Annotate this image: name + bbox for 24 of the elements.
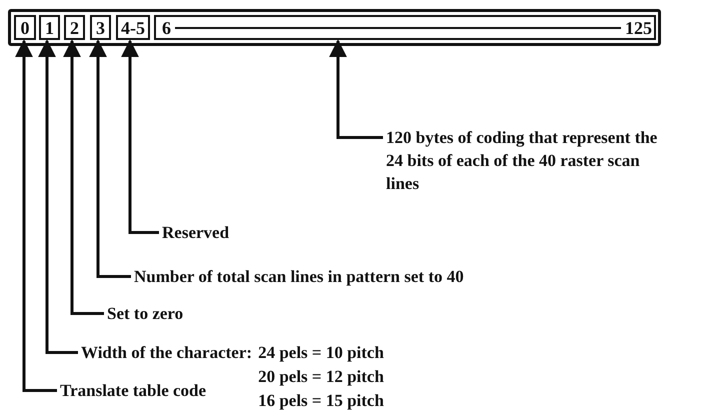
leader-arrow [121,39,159,234]
leader-arrow [89,39,131,278]
byte-field: 1 [39,15,60,40]
byte-number: 6 [162,18,171,36]
field-description: 120 bytes of coding that represent the 24 bits of each of the 40 raster scan lines [386,126,666,195]
field-description: Width of the character: [81,341,252,364]
byte-field: 3 [90,15,111,40]
byte-number: 125 [625,18,652,36]
leader-arrow [38,39,78,354]
pitch-note: 24 pels = 10 pitch [258,342,384,364]
record-frame [8,9,661,46]
field-description: Set to zero [107,302,184,325]
leader-arrow [329,39,383,139]
byte-field: 2 [64,15,85,40]
byte-field: 0 [14,15,36,40]
leader-arrow [63,39,104,315]
byte-range-field [154,15,656,40]
field-description: Translate table code [60,379,206,402]
pitch-note: 16 pels = 15 pitch [258,390,384,412]
field-description: Reserved [162,221,230,244]
leader-arrow [15,39,57,392]
byte-field: 4-5 [116,15,150,40]
field-description: Number of total scan lines in pattern set to 40 [134,265,464,288]
pitch-note: 20 pels = 12 pitch [258,366,384,388]
